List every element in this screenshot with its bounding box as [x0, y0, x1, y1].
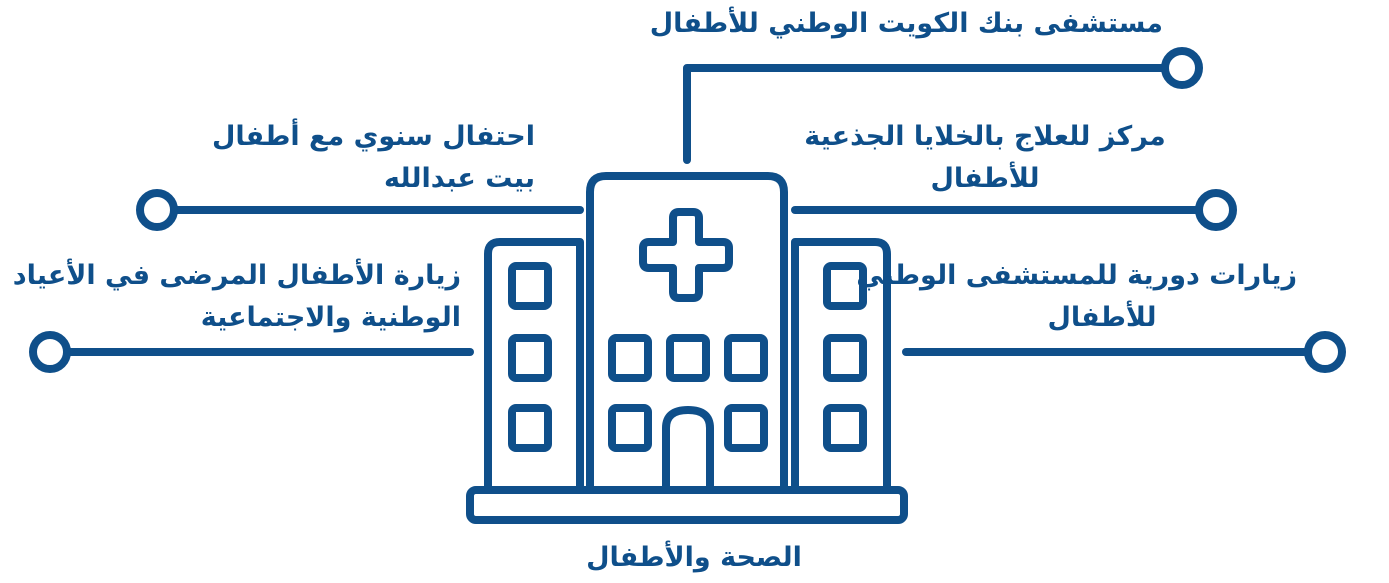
connector-top — [683, 64, 1168, 164]
building-tower — [586, 172, 788, 494]
window — [823, 262, 867, 310]
label-left-upper: احتفال سنوي مع أطفال بيت عبدالله — [212, 116, 535, 200]
label-right-upper-line-1: مركز للعلاج بالخلايا الجذعية — [804, 121, 1166, 152]
label-left-upper-line-1: احتفال سنوي مع أطفال — [211, 121, 535, 152]
label-left-lower-line-1: زيارة الأطفال المرضى في الأعياد — [12, 260, 461, 291]
connector-node-left-lower — [29, 331, 71, 373]
window — [823, 404, 867, 452]
label-right-upper-line-2: للأطفال — [930, 163, 1040, 194]
label-right-lower-line-2: للأطفال — [1047, 302, 1157, 333]
label-right-upper: مركز للعلاج بالخلايا الجذعية للأطفال — [795, 116, 1175, 200]
medical-cross-icon — [639, 208, 733, 302]
window — [508, 334, 552, 382]
label-left-lower: زيارة الأطفال المرضى في الأعياد الوطنية … — [13, 255, 461, 339]
window — [724, 404, 768, 452]
window — [508, 404, 552, 452]
label-right-lower: زيارات دورية للمستشفى الوطني للأطفال — [856, 255, 1297, 339]
building-right-wing — [791, 238, 891, 494]
window — [508, 262, 552, 310]
window — [823, 334, 867, 382]
label-top: مستشفى بنك الكويت الوطني للأطفال — [650, 3, 1163, 45]
window — [608, 404, 652, 452]
window — [724, 334, 768, 382]
door — [662, 406, 714, 494]
diagram-caption: الصحة والأطفال — [586, 542, 802, 573]
label-top-line-1: مستشفى بنك الكويت الوطني للأطفال — [649, 8, 1163, 39]
label-left-lower-line-2: الوطنية والاجتماعية — [200, 302, 461, 333]
building-left-wing — [484, 238, 584, 494]
window — [608, 334, 652, 382]
connector-node-right-lower — [1304, 331, 1346, 373]
hospital-building-icon — [466, 172, 908, 524]
window — [666, 334, 710, 382]
connector-node-right-upper — [1195, 189, 1237, 231]
connector-node-left-upper — [136, 189, 178, 231]
building-base — [466, 486, 908, 524]
connector-node-top — [1161, 47, 1203, 89]
label-left-upper-line-2: بيت عبدالله — [384, 163, 535, 194]
label-right-lower-line-1: زيارات دورية للمستشفى الوطني — [856, 260, 1297, 291]
